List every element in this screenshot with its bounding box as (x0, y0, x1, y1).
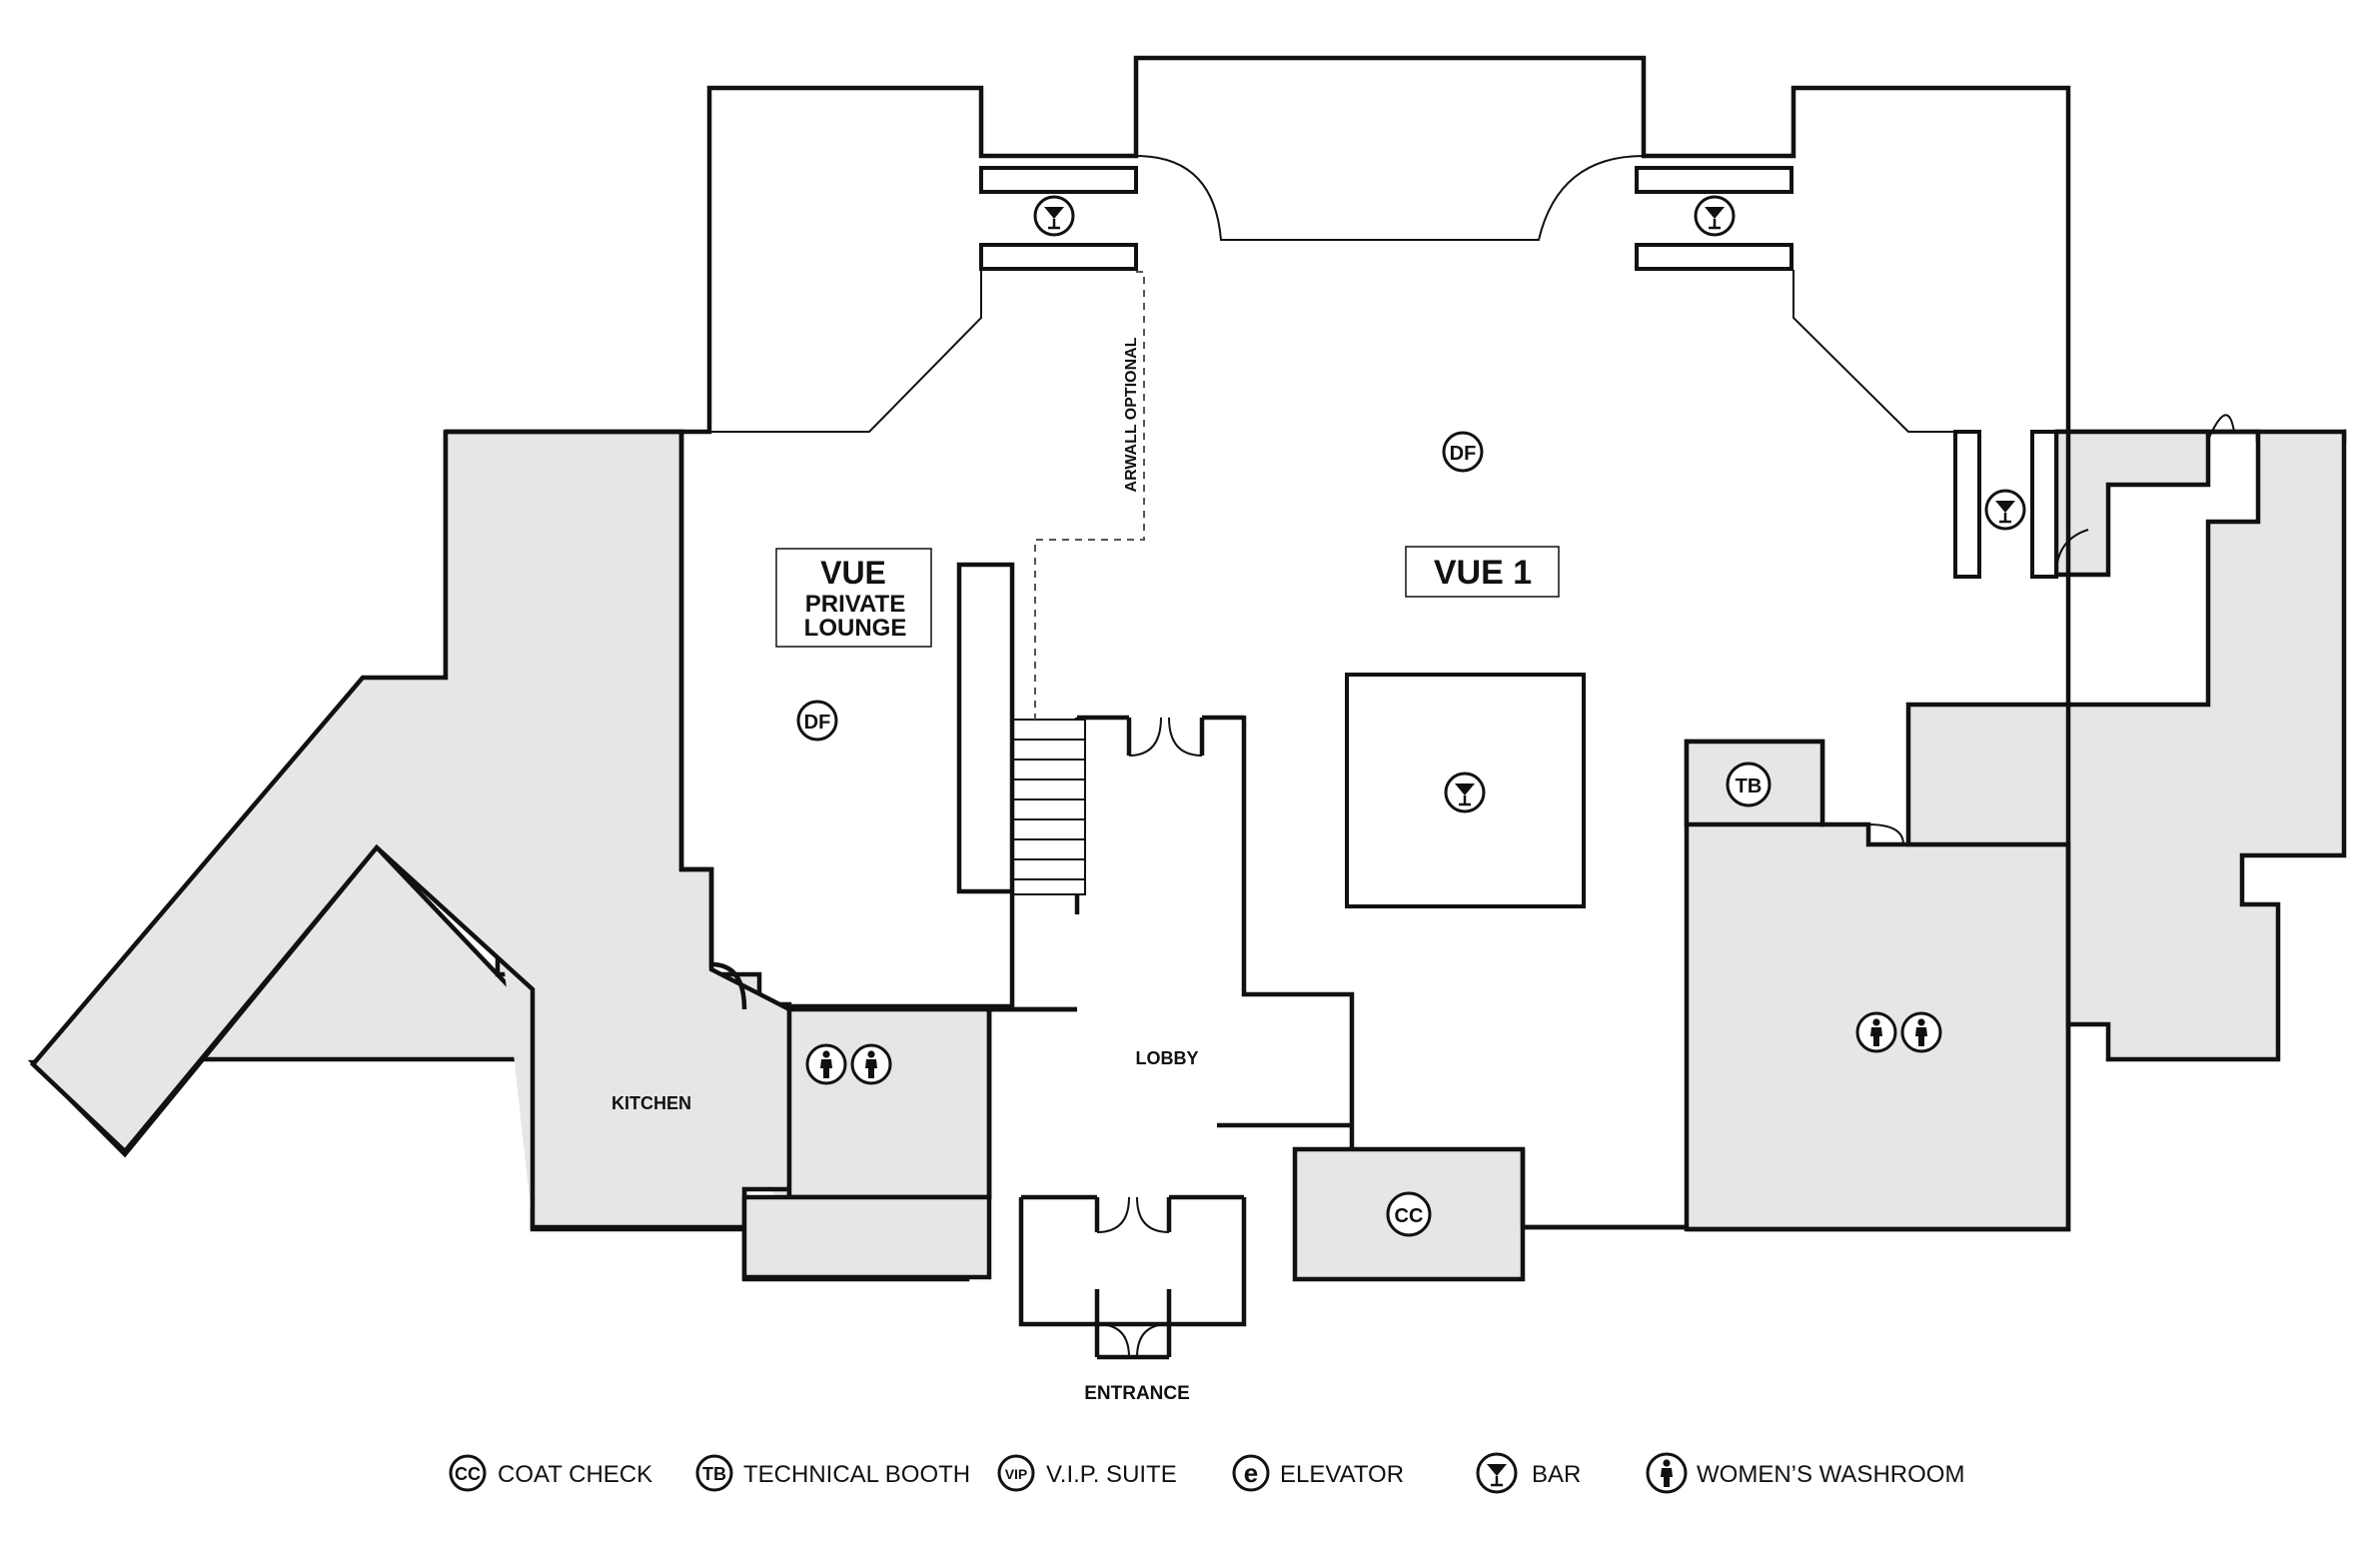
entrance-vestibule (1018, 1194, 1247, 1360)
svg-text:CC: CC (455, 1464, 481, 1484)
east-wall-lower (1520, 1149, 1687, 1230)
martini-bar-icon (1984, 489, 2026, 531)
east-doors (1867, 414, 2235, 845)
vue1-label: VUE 1 (1434, 554, 1532, 592)
vue1-label-box (1405, 546, 1560, 598)
stair-rail (956, 562, 1015, 894)
technical-booth-badge: TB (1726, 762, 1772, 807)
bar-counter-nw-top (979, 166, 1138, 194)
svg-text:DF: DF (804, 712, 831, 734)
service-rooms-right-main (1905, 429, 2347, 1062)
private-lounge-label-box (775, 548, 932, 648)
bar-counter-east-left (1953, 430, 1981, 579)
martini-bar-icon (1694, 195, 1736, 237)
legend-label: V.I.P. SUITE (1046, 1461, 1177, 1488)
martini-bar-icon (1476, 1452, 1518, 1494)
elevator-icon: e (1232, 1454, 1270, 1492)
legend-label: ELEVATOR (1280, 1461, 1404, 1488)
svg-text:e: e (1244, 1458, 1258, 1488)
legend-label: WOMEN’S WASHROOM (1697, 1461, 1964, 1488)
vue1-east-wall (1687, 432, 2071, 1232)
entrance-door-frames (1094, 1197, 1172, 1324)
north-alcove-curve (1135, 155, 1645, 241)
vip-suite-icon: VIP (997, 1454, 1035, 1492)
technical-booth-icon: TB (695, 1454, 733, 1492)
svg-text:TB: TB (702, 1464, 726, 1484)
legend-label: COAT CHECK (498, 1461, 652, 1488)
staircase (1011, 719, 1086, 895)
lobby-wall-east (1241, 716, 1355, 1149)
legend-label: TECHNICAL BOOTH (743, 1461, 970, 1488)
coat-check-icon: CC (449, 1454, 487, 1492)
lobby-door-arcs (1128, 717, 1203, 757)
washroom-left-lower (741, 1194, 992, 1280)
svg-text:VIP: VIP (1005, 1466, 1028, 1482)
lobby-label: LOBBY (1136, 1048, 1199, 1068)
dance-floor-badge: DF (796, 700, 838, 742)
martini-bar-icon (1033, 195, 1075, 237)
private-lounge-label-line3: LOUNGE (804, 615, 907, 642)
private-lounge-label-line2: PRIVATE (805, 591, 905, 618)
building-outline (446, 55, 2071, 435)
legend-label: BAR (1532, 1461, 1581, 1488)
svg-text:DF: DF (1450, 443, 1477, 465)
private-lounge-label-line1: VUE (820, 555, 886, 591)
bar-counter-nw-bottom (979, 243, 1138, 271)
womens-washroom-icon (805, 1043, 847, 1085)
svg-text:TB: TB (1736, 776, 1763, 797)
womens-washroom-icon (1900, 1011, 1942, 1053)
lounge-wall-west (678, 432, 747, 1010)
bar-counter-ne-top (1635, 166, 1793, 194)
womens-washroom-icon (1855, 1011, 1897, 1053)
bar-counter-east-right (2030, 430, 2058, 579)
legend: CC COAT CHECK TB TECHNICAL BOOTH VIP V.I… (449, 1452, 1964, 1494)
lobby-door-top (1074, 715, 1244, 914)
dance-floor-badge: DF (1442, 431, 1484, 473)
airwall-label: ARWALL OPTIONAL (1123, 337, 1140, 492)
svg-text:CC: CC (1395, 1205, 1424, 1227)
kitchen-label: KITCHEN (611, 1093, 691, 1113)
nw-alcove-diagonal (709, 270, 982, 433)
airwall-line (1034, 271, 1145, 720)
martini-bar-icon (1444, 772, 1486, 813)
womens-washroom-icon (1646, 1452, 1688, 1494)
entrance-door-arcs (1096, 1196, 1170, 1358)
womens-washroom-icon (850, 1043, 892, 1085)
ne-alcove-diagonal (1792, 270, 1958, 433)
coat-check-badge: CC (1386, 1191, 1432, 1237)
washroom-left (786, 1006, 992, 1200)
lobby-wall-west (986, 1006, 1077, 1197)
bar-counter-ne-bottom (1635, 243, 1793, 271)
entrance-label: ENTRANCE (1084, 1383, 1190, 1404)
